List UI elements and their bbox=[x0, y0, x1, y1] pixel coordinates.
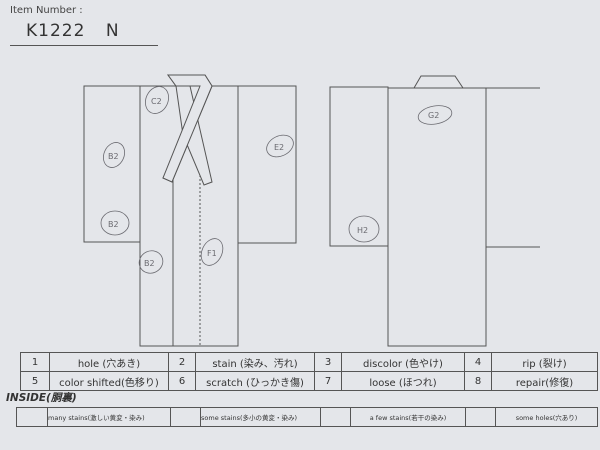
legend-number: 1 bbox=[20, 352, 50, 372]
damage-mark bbox=[100, 210, 130, 236]
back-collar bbox=[413, 75, 464, 89]
front-damage-marks: C2 B2 B2 B2 E2 F1 bbox=[100, 86, 294, 274]
damage-mark-label: F1 bbox=[207, 249, 217, 258]
item-number-value: K1222 N bbox=[26, 21, 120, 41]
damage-mark bbox=[103, 142, 125, 168]
item-number-label: Item Number : bbox=[10, 5, 83, 16]
inside-option-label: some holes(穴あり) bbox=[495, 407, 598, 427]
table-row: 1 hole (穴あき) 2 stain (染み、汚れ) 3 discolor … bbox=[20, 352, 598, 372]
inside-option-label: many stains(激しい黄変・染み) bbox=[47, 407, 171, 427]
damage-mark bbox=[417, 105, 453, 125]
inside-checkbox-cell[interactable] bbox=[16, 407, 48, 427]
damage-mark-label: B2 bbox=[108, 152, 119, 161]
item-number-underline bbox=[10, 45, 158, 46]
legend-number: 8 bbox=[464, 371, 492, 391]
legend-label: hole (穴あき) bbox=[49, 352, 169, 372]
inside-checkbox-cell[interactable] bbox=[465, 407, 496, 427]
back-left-sleeve bbox=[329, 86, 389, 247]
legend-label: repair(修復) bbox=[491, 371, 598, 391]
damage-mark-label: B2 bbox=[108, 220, 119, 229]
inside-checkbox-cell[interactable] bbox=[320, 407, 351, 427]
damage-mark bbox=[145, 86, 169, 114]
damage-mark-label: H2 bbox=[357, 226, 368, 235]
damage-mark bbox=[348, 215, 380, 243]
damage-mark bbox=[138, 250, 164, 274]
inside-condition-table: many stains(激しい黄変・染み) some stains(多小の黄変・… bbox=[16, 407, 598, 427]
legend-label: stain (染み、汚れ) bbox=[195, 352, 315, 372]
damage-legend-table: 1 hole (穴あき) 2 stain (染み、汚れ) 3 discolor … bbox=[20, 352, 598, 391]
legend-label: discolor (色やけ) bbox=[341, 352, 465, 372]
front-kimono-diagram bbox=[83, 74, 297, 347]
damage-mark-label: E2 bbox=[274, 143, 284, 152]
inside-checkbox-cell[interactable] bbox=[170, 407, 201, 427]
inside-section-title: INSIDE(胴裏) bbox=[6, 392, 77, 404]
damage-mark-label: B2 bbox=[144, 259, 155, 268]
table-row: many stains(激しい黄変・染み) some stains(多小の黄変・… bbox=[16, 407, 598, 427]
back-damage-marks: G2 H2 bbox=[348, 105, 453, 243]
front-left-sleeve bbox=[83, 85, 141, 243]
inside-option-label: a few stains(若干の染み) bbox=[350, 407, 466, 427]
legend-label: rip (裂け) bbox=[491, 352, 598, 372]
front-right-sleeve bbox=[237, 85, 297, 244]
legend-number: 5 bbox=[20, 371, 50, 391]
legend-number: 2 bbox=[168, 352, 196, 372]
legend-label: loose (ほつれ) bbox=[341, 371, 465, 391]
inside-option-label: some stains(多小の黄変・染み) bbox=[200, 407, 321, 427]
legend-number: 6 bbox=[168, 371, 196, 391]
legend-number: 3 bbox=[314, 352, 342, 372]
legend-label: scratch (ひっかき傷) bbox=[195, 371, 315, 391]
legend-number: 7 bbox=[314, 371, 342, 391]
damage-mark bbox=[200, 238, 224, 266]
table-row: 5 color shifted(色移り) 6 scratch (ひっかき傷) 7… bbox=[20, 371, 598, 391]
damage-mark-label: C2 bbox=[151, 97, 162, 106]
kimono-diagrams: C2 B2 B2 B2 E2 F1 G2 H2 bbox=[83, 74, 540, 347]
damage-mark-label: G2 bbox=[428, 111, 439, 120]
legend-number: 4 bbox=[464, 352, 492, 372]
back-body bbox=[387, 87, 487, 347]
legend-label: color shifted(色移り) bbox=[49, 371, 169, 391]
damage-mark bbox=[266, 134, 294, 158]
back-kimono-diagram bbox=[329, 75, 540, 347]
